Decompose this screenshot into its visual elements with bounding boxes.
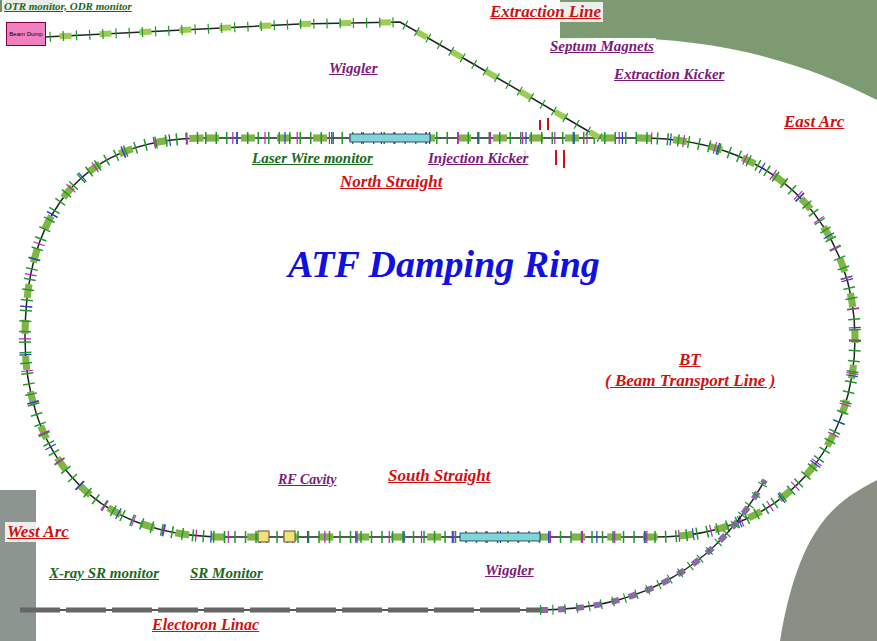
- otr-label: OTR monitor, ODR monitor: [2, 0, 134, 13]
- section-label: South Straight: [386, 466, 493, 486]
- magnet-outline: [25, 138, 855, 537]
- monitor-label: X-ray SR monitor: [47, 565, 161, 582]
- diagram-title: ATF Damping Ring: [288, 244, 600, 286]
- rf-cavity: [258, 531, 269, 542]
- extraction-magnets: [45, 22, 600, 138]
- section-label: Electoron Linac: [150, 616, 261, 634]
- wiggler-magnet: [460, 533, 540, 541]
- linac-beamline: [20, 609, 540, 611]
- section-label: BT: [677, 350, 703, 370]
- section-label: ( Beam Transport Line ): [603, 371, 777, 391]
- white-ground: [0, 12, 877, 641]
- linac-structures: [20, 608, 540, 613]
- kicker-tick: [563, 150, 565, 168]
- extraction-ticks: [45, 22, 600, 138]
- kicker-tick: [539, 120, 541, 130]
- device-label: Extraction Kicker: [612, 66, 726, 83]
- kicker-tick: [555, 150, 557, 165]
- section-label: West Arc: [5, 522, 71, 542]
- label-ticks: [25, 138, 855, 537]
- device-label: Septum Magnets: [548, 38, 656, 55]
- section-label: North Straight: [338, 172, 445, 192]
- section-label: Extraction Line: [488, 2, 603, 22]
- label-ticks: [25, 138, 855, 537]
- rf-cavity: [284, 531, 295, 542]
- box-text: Beam Dump: [9, 31, 42, 37]
- device-label: Wiggler: [483, 562, 536, 579]
- ring-beamline: [25, 138, 855, 537]
- device-label: Injection Kicker: [426, 150, 530, 167]
- magnet-array: [25, 138, 855, 537]
- label-ticks: [25, 138, 855, 537]
- bt-ticks: [540, 480, 765, 610]
- monitor-label: Laser Wire monitor: [250, 150, 375, 167]
- beam-dump-box: Beam Dump: [6, 22, 46, 46]
- device-label: Wiggler: [327, 60, 380, 77]
- bt-magnets: [540, 480, 765, 610]
- extraction-beamline: [45, 22, 600, 138]
- bt-beamline: [540, 480, 765, 610]
- monitor-label: SR Monitor: [188, 565, 265, 582]
- section-label: East Arc: [782, 112, 846, 132]
- wiggler-magnet: [350, 134, 430, 142]
- photo-corner: [0, 490, 36, 641]
- device-label: RF Cavity: [276, 472, 338, 488]
- kicker-tick: [547, 118, 549, 130]
